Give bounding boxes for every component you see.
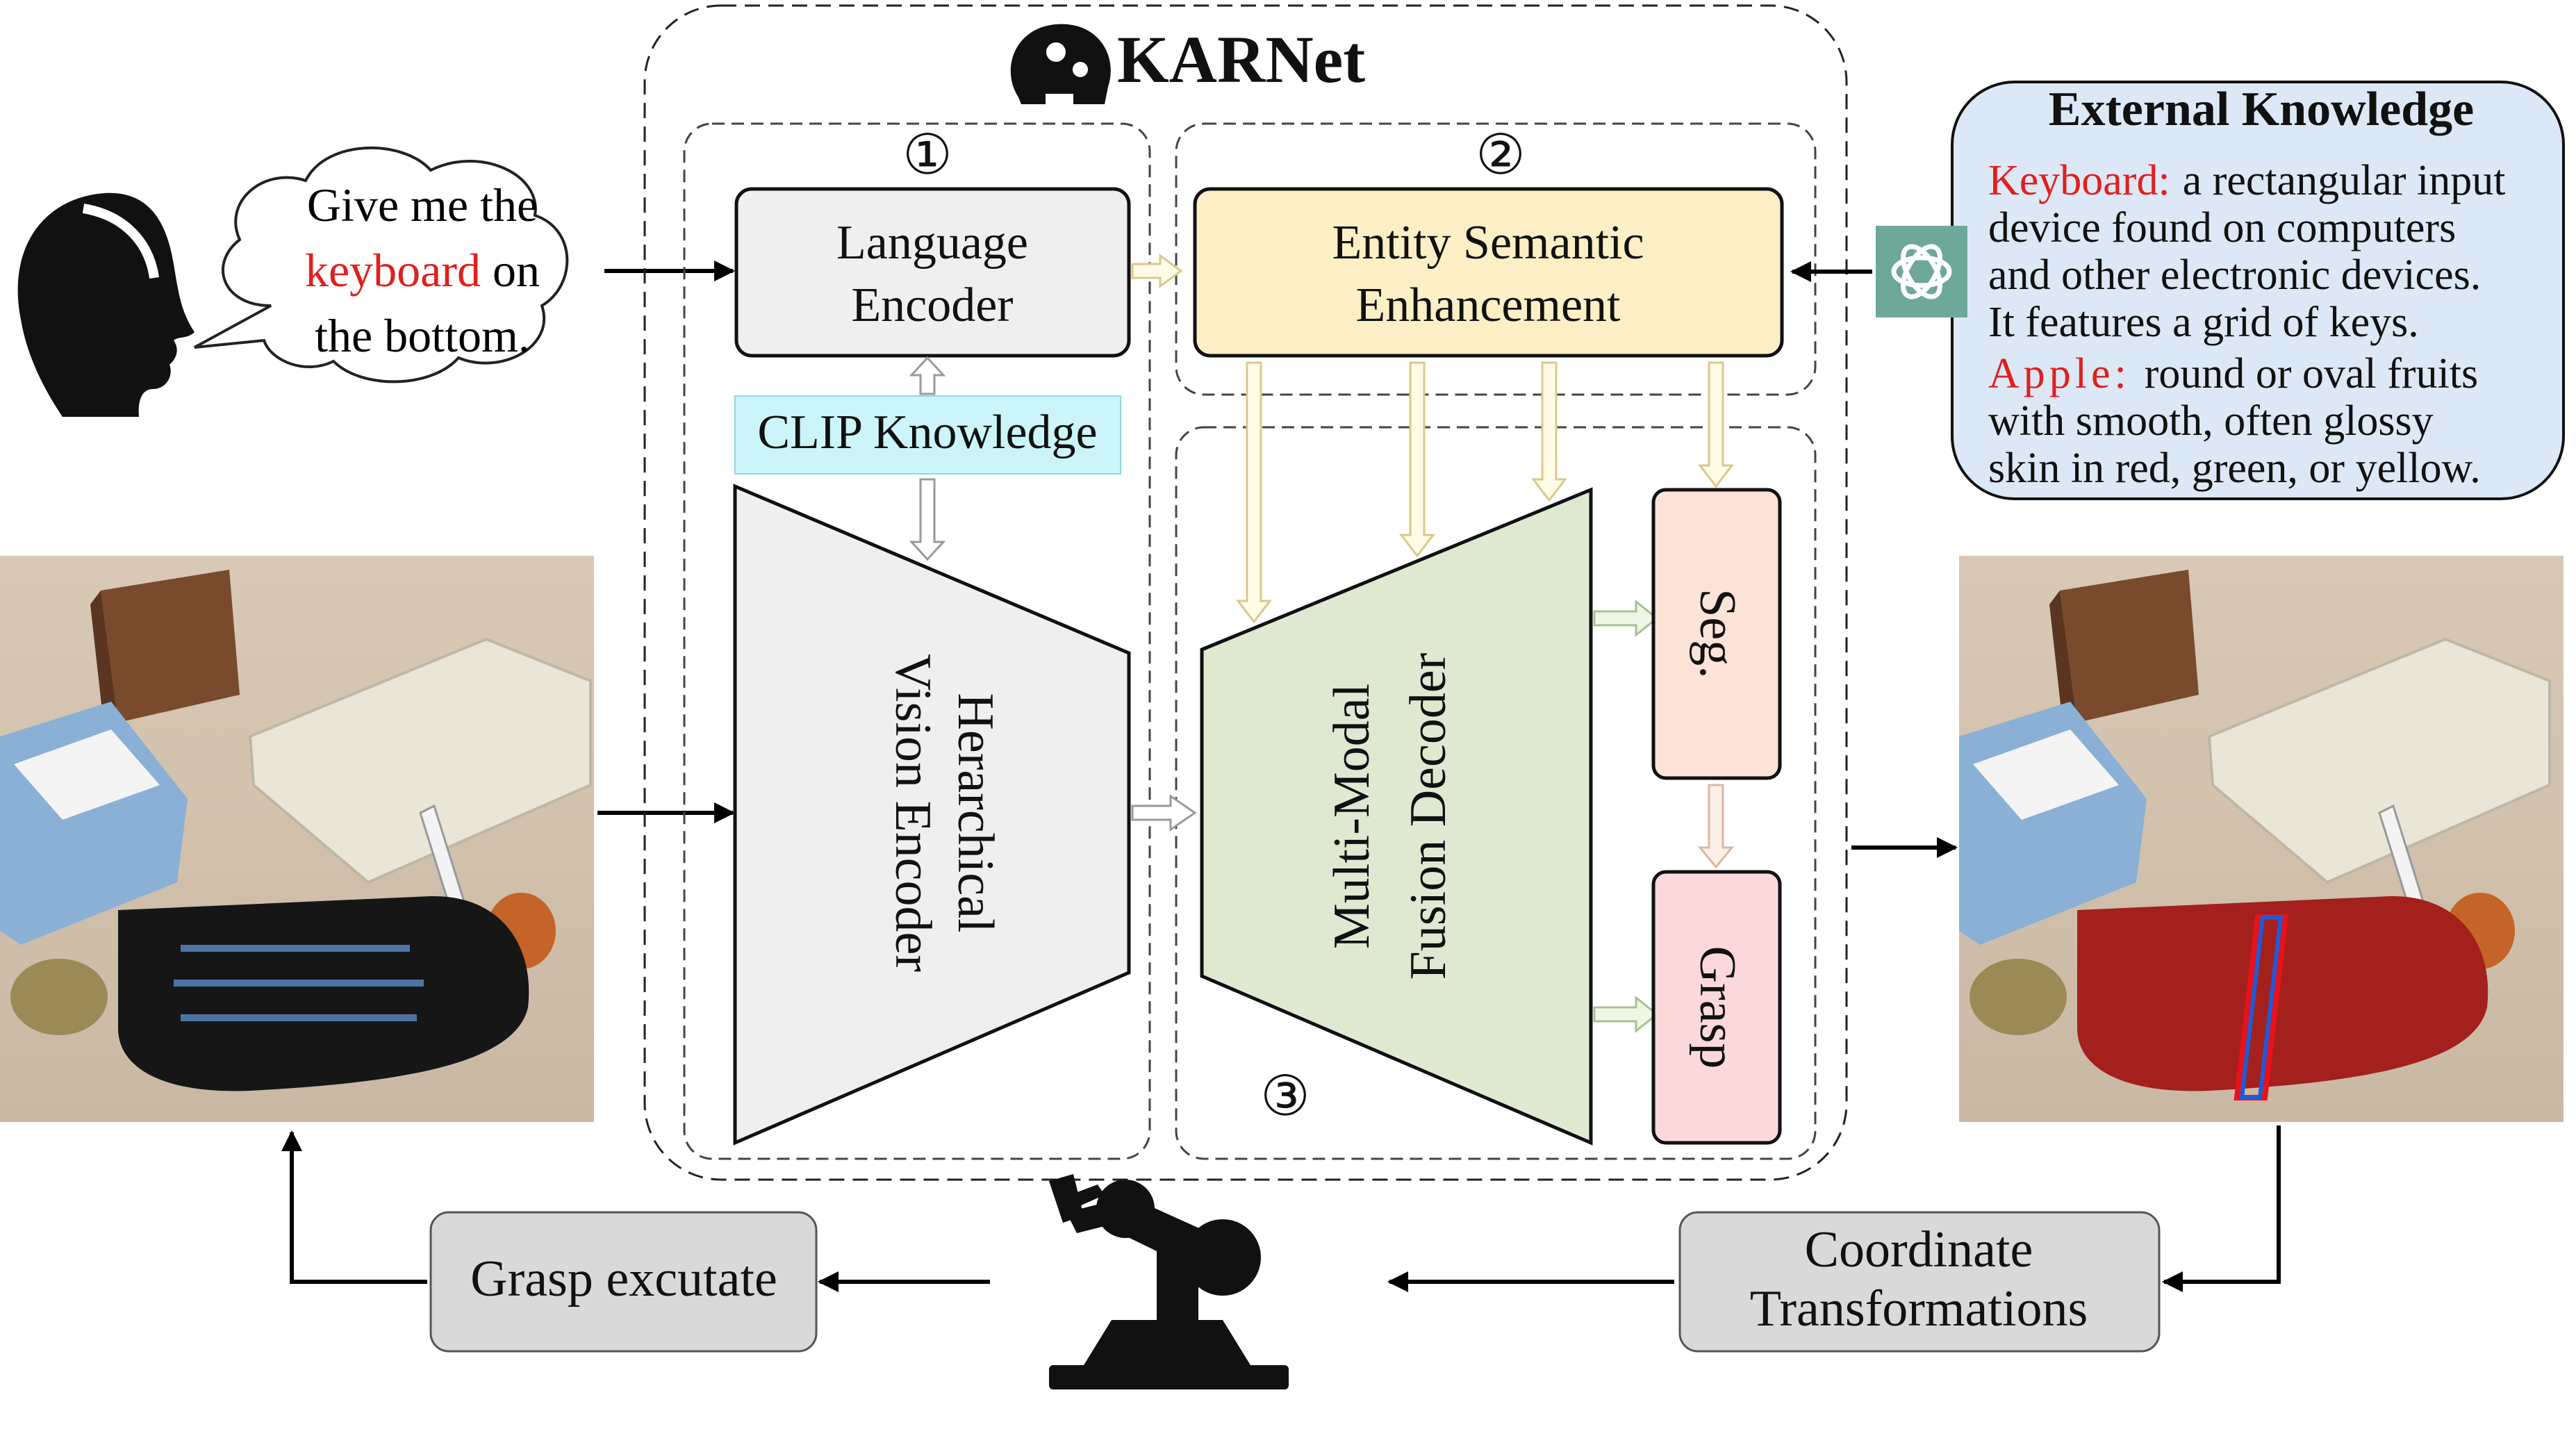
speech-line-2: keyboard on	[305, 244, 540, 297]
apple-def-3: skin in red, green, or yellow.	[1988, 445, 2481, 492]
apple-def-1: round or oval fruits	[2145, 350, 2478, 397]
language-encoder-label-2: Encoder	[851, 279, 1013, 332]
grasp-execute-box: Grasp excutate	[429, 1211, 818, 1353]
keyboard-def-4: It features a grid of keys.	[1988, 299, 2419, 346]
keyboard-def-1: a rectangular input	[2183, 157, 2506, 204]
speech-line-1: Give me the	[307, 179, 538, 231]
external-knowledge-box: External Knowledge Keyboard: a rectangula…	[1951, 81, 2565, 500]
arrow-output-to-coordinate	[2162, 1125, 2281, 1292]
vision-encoder-trapezoid: Herarchical Vision Encoder	[733, 484, 1131, 1146]
section-1-frame	[683, 122, 1151, 1160]
clip-knowledge-label: CLIP Knowledge	[757, 406, 1097, 459]
keyboard-def-2: device found on computers	[1988, 204, 2456, 251]
karnet-frame	[643, 4, 1848, 1181]
seg-label: Seg.	[1689, 588, 1746, 679]
keyboard-line-1: Keyboard: a rectangular input	[1988, 157, 2505, 204]
hollow-arrows-fusion-out	[1593, 599, 1659, 1034]
language-encoder-label-1: Language	[836, 216, 1028, 270]
input-scene-image	[0, 554, 595, 1123]
output-scene-image	[1958, 554, 2563, 1123]
hollow-arrow-seg-to-grasp	[1697, 784, 1735, 869]
keyboard-term: Keyboard:	[1988, 157, 2170, 204]
hollow-arrows-entity-down	[1235, 361, 1735, 624]
openai-logo-icon	[1876, 226, 1967, 317]
external-knowledge-title: External Knowledge	[2049, 83, 2474, 136]
hollow-arrows-clip	[909, 356, 946, 561]
apple-line-1: Apple: round or oval fruits	[1988, 350, 2478, 397]
robot-arm-icon	[1049, 1174, 1289, 1389]
entity-label-2: Enhancement	[1356, 279, 1621, 332]
fusion-label-1: Multi-Modal	[1323, 684, 1380, 949]
woman-profile-icon	[17, 192, 195, 417]
speech-bubble: Give me the keyboard on the bottom.	[194, 147, 569, 383]
speech-keyword: keyboard	[305, 244, 481, 297]
language-encoder-box: Language Encoder	[734, 187, 1131, 358]
fusion-label-2: Fusion Decoder	[1400, 653, 1457, 980]
grasp-box: Grasp	[1651, 870, 1782, 1145]
entity-semantic-enhancement-box: Entity Semantic Enhancement	[1193, 187, 1784, 358]
coordinate-label-2: Transformations	[1750, 1280, 2088, 1337]
keyboard-def-3: and other electronic devices.	[1988, 251, 2481, 299]
circle-label-3: ③	[1260, 1066, 1310, 1128]
speech-line-3: the bottom.	[315, 309, 530, 362]
vision-encoder-label-2: Vision Encoder	[884, 654, 941, 972]
section-3-frame	[1175, 426, 1817, 1160]
circle-label-2: ②	[1476, 125, 1526, 186]
apple-def-2: with smooth, often glossy	[1988, 397, 2434, 445]
grasp-label: Grasp	[1689, 946, 1746, 1069]
speech-line-2-rest: on	[481, 244, 540, 297]
karnet-title: KARNet	[1117, 22, 1365, 97]
hollow-arrow-vision-to-fusion	[1131, 794, 1197, 832]
grasp-execute-label: Grasp excutate	[470, 1251, 777, 1307]
head-gears-icon	[1010, 24, 1111, 104]
vision-encoder-label-1: Herarchical	[947, 693, 1004, 932]
seg-box: Seg.	[1651, 488, 1782, 780]
apple-term: Apple:	[1988, 350, 2131, 397]
coordinate-transformations-box: Coordinate Transformations	[1678, 1211, 2161, 1353]
entity-label-1: Entity Semantic	[1332, 216, 1644, 270]
coordinate-label-1: Coordinate	[1805, 1221, 2033, 1278]
fusion-decoder-trapezoid: Multi-Modal Fusion Decoder	[1200, 487, 1593, 1146]
clip-knowledge-box: CLIP Knowledge	[734, 395, 1121, 474]
circle-label-1: ①	[902, 125, 952, 186]
section-2-frame	[1175, 122, 1817, 396]
hollow-arrow-language-to-entity	[1131, 254, 1183, 288]
arrow-grasp-execute-to-input	[281, 1130, 427, 1284]
